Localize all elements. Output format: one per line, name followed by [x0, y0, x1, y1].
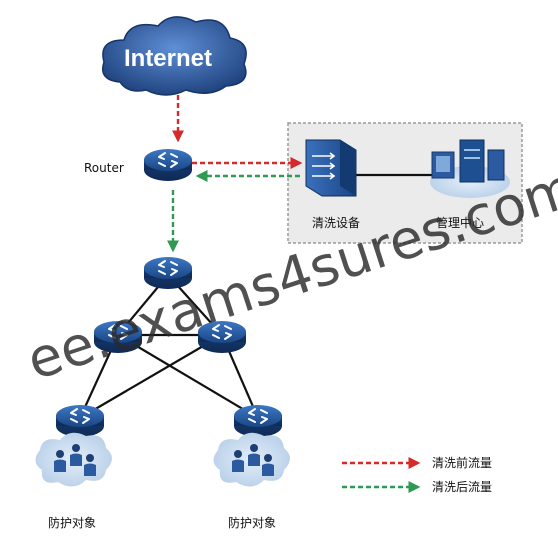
protected-target-right-label: 防护对象	[228, 515, 276, 530]
cleaning-device-label: 清洗设备	[312, 216, 360, 230]
router-bottom-right-icon	[233, 404, 283, 438]
legend: 清洗前流量 清洗后流量	[342, 455, 492, 494]
legend-before-label: 清洗前流量	[432, 455, 492, 470]
internet-label: Internet	[124, 45, 212, 72]
router-label: Router	[84, 161, 124, 175]
management-center-label: 管理中心	[436, 215, 484, 230]
legend-after-label: 清洗后流量	[432, 480, 492, 494]
management-center-icon	[430, 139, 510, 198]
protected-target-left-icon	[35, 432, 112, 487]
traffic-before-cleaning	[172, 95, 303, 169]
protected-target-right-icon	[213, 432, 290, 487]
internet-cloud: Internet	[102, 16, 247, 96]
protected-target-left-label: 防护对象	[48, 515, 96, 530]
cleaning-device-icon	[305, 139, 357, 197]
router-top-icon	[143, 148, 193, 182]
traffic-after-cleaning	[167, 170, 300, 253]
router-bottom-left-icon	[55, 404, 105, 438]
